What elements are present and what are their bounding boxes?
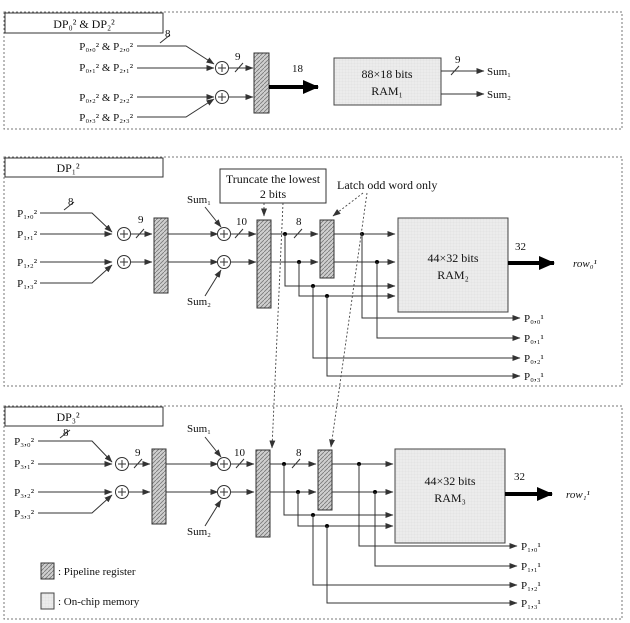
panel-2-title-box: [4, 157, 164, 178]
ram-3-size: 44×32 bits: [424, 474, 475, 488]
ram-2: [397, 217, 509, 313]
panel-3-title-box: [4, 406, 164, 427]
panel-2-border: [3, 156, 623, 387]
pipeline-register: [151, 448, 167, 525]
pipeline-register: [153, 217, 169, 294]
panel-2-input-0: P₁,₀²: [17, 208, 38, 220]
panel-1-width-in: 8: [165, 28, 171, 40]
pipeline-register: [317, 449, 333, 511]
panel-2-width-in: 8: [68, 196, 74, 208]
ram-1: [333, 57, 442, 106]
panel-1-title-box: [4, 12, 164, 34]
pipeline-register: [255, 449, 271, 538]
panel-2-width-add2: 10: [236, 216, 248, 228]
panel-1-width-ram: 18: [292, 63, 304, 75]
panel-1-input-0: P₀,₀² & P₂,₀²: [79, 41, 133, 53]
panel-2-output-2: P₀,₂¹: [524, 353, 544, 365]
panel-1-title: DP₀² & DP₂²: [53, 17, 115, 31]
legend-memory-swatch: [40, 592, 55, 610]
panel-1-width-add: 9: [235, 51, 241, 63]
legend-on-chip-memory: : On-chip memory: [58, 596, 140, 608]
panel-3-input-1: P₃,₁²: [14, 458, 35, 470]
ram-2-name: RAM₂: [437, 268, 469, 282]
panel-1-sum2: Sum₂: [487, 89, 511, 101]
panel-2-output-0: P₀,₀¹: [524, 313, 544, 325]
panel-3-input-3: P₃,₃²: [14, 508, 35, 520]
panel-3-width-out: 32: [514, 471, 525, 483]
panel-2-width-trunc: 8: [296, 216, 302, 228]
panel-2-sum1: Sum₁: [187, 194, 211, 206]
ram-1-name: RAM₁: [371, 84, 403, 98]
panel-2-sum2: Sum₂: [187, 296, 211, 308]
panel-3-border: [3, 405, 623, 620]
panel-1-width-out: 9: [455, 54, 461, 66]
ram-1-size: 88×18 bits: [361, 67, 412, 81]
panel-3-width-in: 8: [63, 427, 69, 439]
legend-pipeline-register: : Pipeline register: [58, 566, 136, 578]
latch-note: Latch odd word only: [337, 178, 437, 192]
pipeline-register: [319, 219, 335, 279]
panel-1-input-3: P₀,₃² & P₂,₃²: [79, 112, 133, 124]
panel-3-sum2: Sum₂: [187, 526, 211, 538]
ram-3: [394, 448, 506, 544]
panel-3-width-add1: 9: [135, 447, 141, 459]
truncate-note-box: [219, 168, 327, 204]
panel-1-input-2: P₀,₂² & P₂,₂²: [79, 92, 133, 104]
panel-3-input-0: P₃,₀²: [14, 436, 35, 448]
panel-2-width-add1: 9: [138, 214, 144, 226]
panel-dp1: DP₁² P₁,₀² P₁,₁² P₁,₂² P₁,₃² 8 9 Sum₁ Su…: [3, 156, 623, 387]
truncate-note-line-1: Truncate the lowest: [226, 172, 321, 186]
panel-2-row-out: row₀¹: [573, 258, 597, 270]
legend-register-swatch: [40, 562, 55, 580]
ram-3-name: RAM₃: [434, 491, 466, 505]
ram-2-size: 44×32 bits: [427, 251, 478, 265]
panel-2-output-3: P₀,₃¹: [524, 371, 544, 383]
legend: : Pipeline register : On-chip memory: [40, 562, 140, 610]
panel-3-width-trunc: 8: [296, 447, 302, 459]
pipeline-register: [253, 52, 270, 114]
panel-2-input-3: P₁,₃²: [17, 278, 38, 290]
panel-1-border: [3, 11, 623, 130]
panel-1-sum1: Sum₁: [487, 66, 511, 78]
panel-1-input-1: P₀,₁² & P₂,₁²: [79, 62, 133, 74]
pipeline-register: [256, 219, 272, 309]
panel-dp3: DP₃² P₃,₀² P₃,₁² P₃,₂² P₃,₃² 8 9 Sum₁ Su…: [3, 405, 623, 620]
panel-2-input-2: P₁,₂²: [17, 257, 38, 269]
panel-3-width-add2: 10: [234, 447, 246, 459]
panel-3-output-2: P₁,₂¹: [521, 580, 541, 592]
panel-dp0-dp2: DP₀² & DP₂² P₀,₀² & P₂,₀² P₀,₁² & P₂,₁² …: [3, 11, 623, 130]
panel-2-output-1: P₀,₁¹: [524, 333, 544, 345]
annotations: Truncate the lowest 2 bits Latch odd wor…: [219, 168, 437, 449]
panel-2-input-1: P₁,₁²: [17, 229, 38, 241]
truncate-note-line-2: 2 bits: [260, 187, 287, 201]
panel-3-output-3: P₁,₃¹: [521, 598, 541, 610]
panel-3-output-0: P₁,₀¹: [521, 541, 541, 553]
panel-3-output-1: P₁,₁¹: [521, 561, 541, 573]
panel-3-title: DP₃²: [56, 410, 80, 424]
panel-2-title: DP₁²: [56, 161, 80, 175]
panel-3-input-2: P₃,₂²: [14, 487, 35, 499]
panel-3-sum1: Sum₁: [187, 423, 211, 435]
panel-3-row-out: row₁¹: [566, 489, 590, 501]
panel-2-width-out: 32: [515, 241, 526, 253]
